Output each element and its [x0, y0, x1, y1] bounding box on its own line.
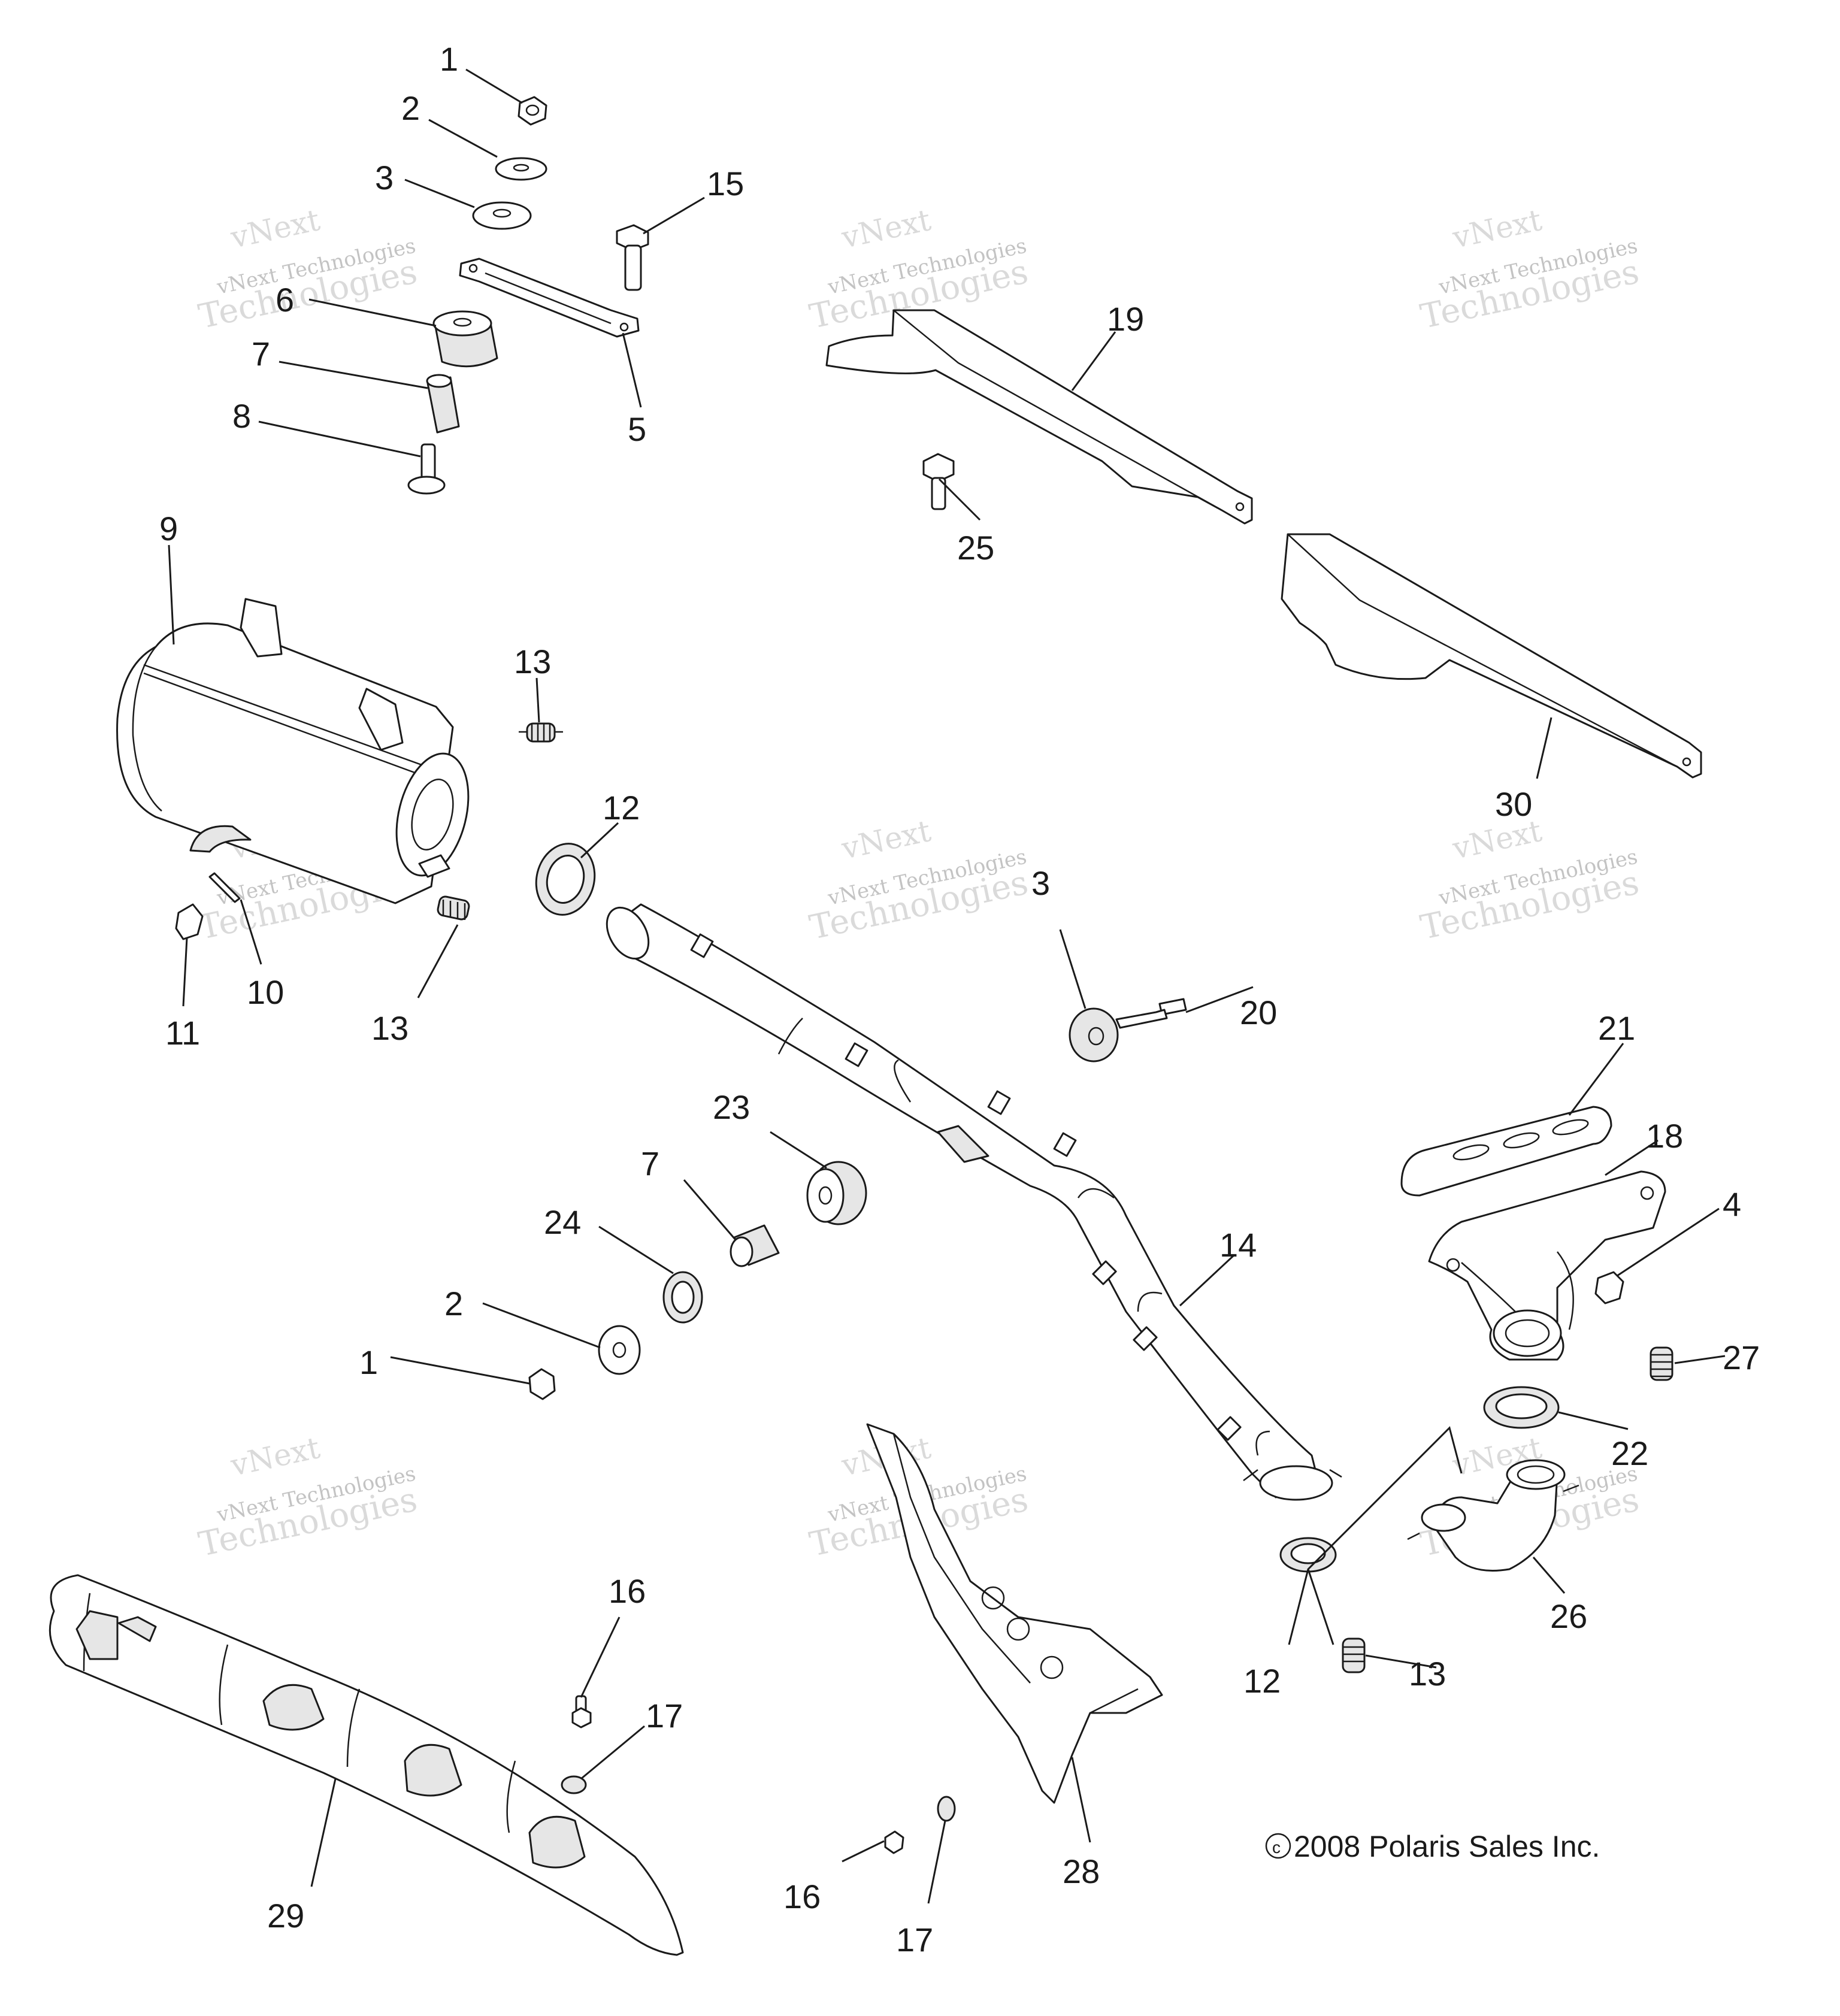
svg-text:vNext: vNext: [227, 1430, 323, 1483]
callout: 26: [1550, 1597, 1587, 1635]
callout: 1: [440, 40, 458, 78]
part-bolt-20: [1115, 998, 1187, 1029]
callout: 20: [1240, 994, 1277, 1031]
part-bolt-16-lower: [884, 1830, 904, 1854]
part-washer-17-upper: [561, 1775, 587, 1794]
callout: 21: [1598, 1009, 1635, 1047]
watermark: vNext vNext Technologies Technologies: [1417, 202, 1642, 337]
part-grommet-23: [806, 1161, 867, 1225]
svg-text:vNext: vNext: [838, 202, 934, 255]
callout: 24: [544, 1203, 581, 1241]
part-shield-28: [866, 1423, 1163, 1804]
callout: 14: [1219, 1226, 1257, 1264]
copyright-text: 2008 Polaris Sales Inc.: [1294, 1830, 1600, 1863]
part-gasket-21: [1400, 1106, 1612, 1197]
callout: 27: [1723, 1339, 1760, 1376]
callout: 12: [603, 789, 640, 827]
copyright-notice: © 2008 Polaris Sales Inc. c: [1265, 1830, 1600, 1863]
part-spring-13-mid: [437, 895, 470, 921]
svg-text:vNext: vNext: [227, 202, 323, 255]
callout: 11: [165, 1014, 200, 1052]
callout: 7: [641, 1145, 659, 1182]
part-gasket-22: [1483, 1386, 1560, 1429]
callout: 16: [783, 1878, 821, 1915]
part-washer-large-top: [472, 201, 532, 230]
part-bushing-7-mid: [730, 1224, 780, 1267]
callout: 2: [444, 1285, 463, 1322]
part-muffler-9: [116, 598, 470, 904]
part-bolt-4: [1594, 1271, 1624, 1304]
callout: 19: [1107, 300, 1144, 338]
callout: 13: [371, 1009, 408, 1047]
part-bushing-7-top: [426, 374, 460, 434]
part-manifold-18: [1428, 1170, 1666, 1361]
callout: 2: [401, 89, 420, 127]
callout: 13: [1409, 1655, 1446, 1693]
part-bolt-25: [922, 453, 955, 510]
callout: 22: [1611, 1434, 1648, 1472]
callout: 1: [359, 1343, 378, 1381]
callout: 6: [276, 281, 294, 319]
copyright-c: c: [1272, 1838, 1281, 1857]
part-bolt-8: [407, 443, 446, 495]
callout: 5: [628, 410, 646, 448]
part-nut-top: [518, 96, 547, 126]
watermark: vNext vNext Technologies Technologies: [806, 813, 1031, 948]
callout: 16: [609, 1572, 646, 1610]
callout: 9: [159, 510, 178, 547]
part-bolt-16-upper: [571, 1695, 592, 1729]
part-heat-shield-29: [49, 1574, 684, 1956]
watermark: vNext vNext Technologies Technologies: [195, 1430, 420, 1564]
part-heat-shield-30: [1281, 533, 1702, 779]
callout: 7: [252, 335, 270, 373]
watermark: vNext vNext Technologies Technologies: [195, 202, 420, 337]
svg-text:vNext: vNext: [1449, 202, 1545, 255]
part-elbow-26: [1407, 1459, 1579, 1572]
part-nut-mid: [528, 1368, 556, 1400]
callout: 13: [514, 643, 551, 680]
part-spring-13-top: [519, 722, 563, 743]
callout: 10: [247, 973, 284, 1011]
leader-lines: [168, 68, 1726, 1904]
part-washer-large-mid: [1069, 1007, 1119, 1063]
callout: 29: [267, 1897, 304, 1935]
part-pin-10: [208, 872, 241, 903]
part-gasket-12-top: [535, 843, 596, 916]
part-grommet-6: [432, 310, 498, 368]
callout: 4: [1723, 1185, 1741, 1223]
callout: 17: [896, 1921, 933, 1959]
callout: 3: [1031, 864, 1050, 902]
callout: 15: [707, 165, 744, 202]
part-washer-17-lower: [937, 1796, 956, 1822]
part-washer-mid: [598, 1325, 641, 1375]
part-gasket-12-bottom: [1279, 1537, 1337, 1573]
part-clip-11: [175, 903, 204, 940]
callout: 25: [957, 529, 994, 567]
callout: 28: [1063, 1852, 1100, 1890]
part-spring-13-bottom: [1342, 1637, 1366, 1673]
callout-labels: 1 2 3 15 6 7 8 5 19 25 9 13 12 10 11 13 …: [159, 40, 1760, 1959]
callout: 18: [1646, 1117, 1683, 1155]
callout: 3: [375, 159, 394, 196]
callout: 30: [1495, 785, 1532, 823]
part-heat-shield-19: [825, 309, 1253, 525]
part-washer-top: [495, 157, 547, 181]
part-washer-24: [662, 1271, 703, 1324]
svg-text:vNext: vNext: [838, 813, 934, 866]
callout: 12: [1243, 1662, 1281, 1700]
part-bracket-5: [459, 258, 640, 338]
part-head-pipe-14: [606, 903, 1342, 1501]
callout: 17: [646, 1697, 683, 1735]
part-bolt-15: [616, 224, 649, 291]
callout: 23: [713, 1088, 750, 1126]
part-spring-27: [1650, 1346, 1673, 1381]
callout: 8: [232, 397, 251, 435]
